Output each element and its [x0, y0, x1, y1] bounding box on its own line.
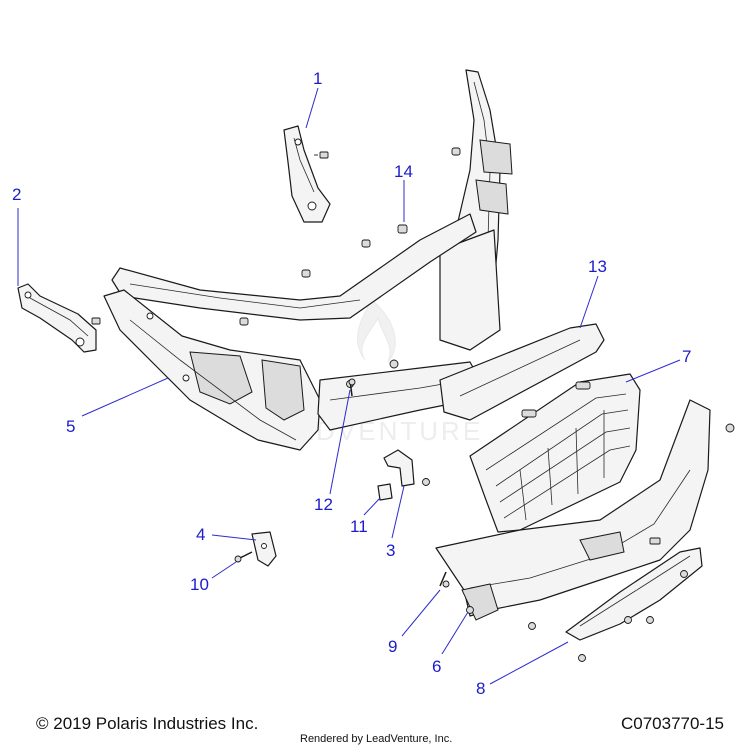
part-3-bracket: [383, 449, 430, 487]
part-10-screw: [234, 551, 253, 563]
callout-7: 7: [682, 347, 691, 366]
part-14-clips: [239, 147, 461, 326]
copyright-text: © 2019 Polaris Industries Inc.: [36, 714, 259, 733]
callout-8: 8: [476, 679, 485, 698]
part-8-skid-guard: [466, 547, 703, 662]
drawing-number: C0703770-15: [620, 714, 724, 733]
leader-7: [625, 359, 681, 383]
part-2-bracket: [17, 283, 101, 353]
part-7-grille: [469, 373, 641, 533]
callout-13: 13: [588, 257, 607, 276]
callout-9: 9: [388, 637, 397, 656]
leader-5: [81, 377, 169, 417]
callout-4: 4: [196, 525, 205, 544]
part-1-screw: [314, 151, 329, 159]
callout-1: 1: [313, 69, 322, 88]
leader-1: [305, 87, 319, 129]
callout-12: 12: [314, 495, 333, 514]
part-12-screw: [348, 378, 356, 397]
callout-14: 14: [394, 162, 413, 181]
part-1-bracket: [283, 125, 331, 223]
callout-labels: 1 2 3 4 5 6 7 8 9 10 11 12 13 14: [12, 69, 691, 698]
callout-6: 6: [432, 657, 441, 676]
part-13-trim-panel: [439, 323, 605, 421]
leader-12: [329, 389, 351, 495]
callout-5: 5: [66, 417, 75, 436]
leader-8: [489, 641, 569, 685]
leader-10: [211, 561, 237, 579]
leader-6: [441, 611, 469, 655]
leader-3: [391, 485, 405, 539]
callout-11: 11: [350, 517, 368, 536]
leader-lines: [17, 87, 681, 685]
leader-4: [211, 534, 257, 541]
callout-2: 2: [12, 185, 21, 204]
part-6-lower-bumper: [435, 399, 735, 621]
leader-13: [579, 275, 599, 329]
part-9-screw: [439, 571, 450, 588]
part-11-clip-nut: [377, 483, 393, 501]
callout-10: 10: [190, 575, 209, 594]
leader-9: [401, 589, 441, 637]
leader-11: [363, 497, 381, 516]
rendered-by-text: Rendered by LeadVenture, Inc.: [300, 733, 453, 745]
part-4-bracket: [251, 531, 277, 567]
callout-3: 3: [386, 541, 395, 560]
part-5-front-frame: [103, 69, 513, 451]
